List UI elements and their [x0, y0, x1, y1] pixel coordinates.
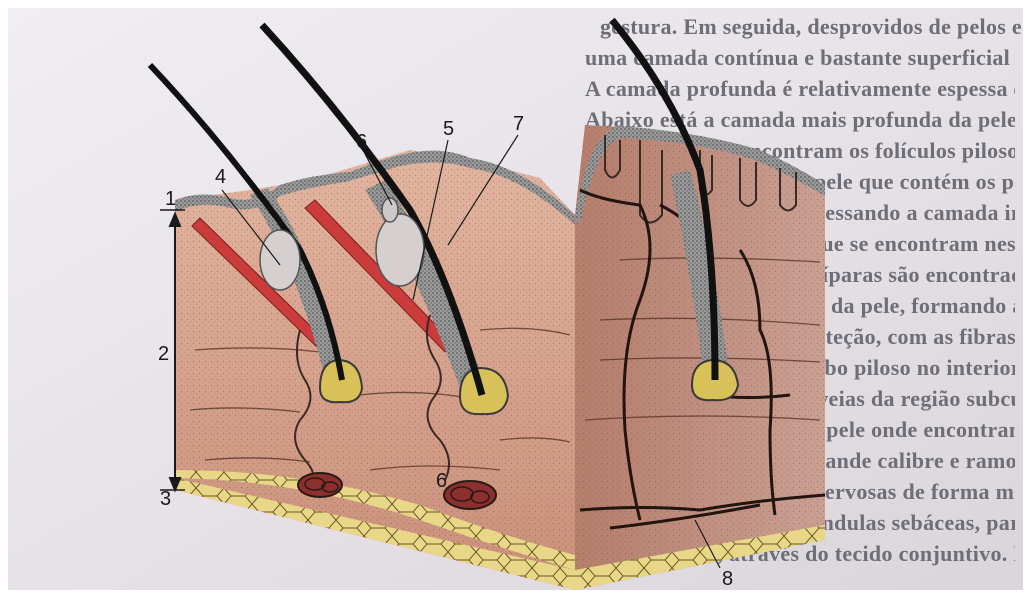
label-6-sweat: 6: [436, 470, 447, 492]
label-1: 1: [165, 188, 176, 210]
label-3: 3: [160, 488, 171, 510]
label-8: 8: [722, 568, 733, 590]
label-6-sebaceous: 6: [356, 131, 367, 153]
label-5: 5: [443, 118, 454, 140]
sebaceous-gland-1: [260, 230, 300, 290]
sweat-gland-coil-2: [444, 481, 496, 509]
label-4: 4: [215, 166, 226, 188]
label-7: 7: [513, 113, 524, 135]
label-2: 2: [158, 343, 169, 365]
sebaceous-gland-2: [376, 214, 424, 286]
sweat-gland-coil-1: [298, 473, 342, 497]
